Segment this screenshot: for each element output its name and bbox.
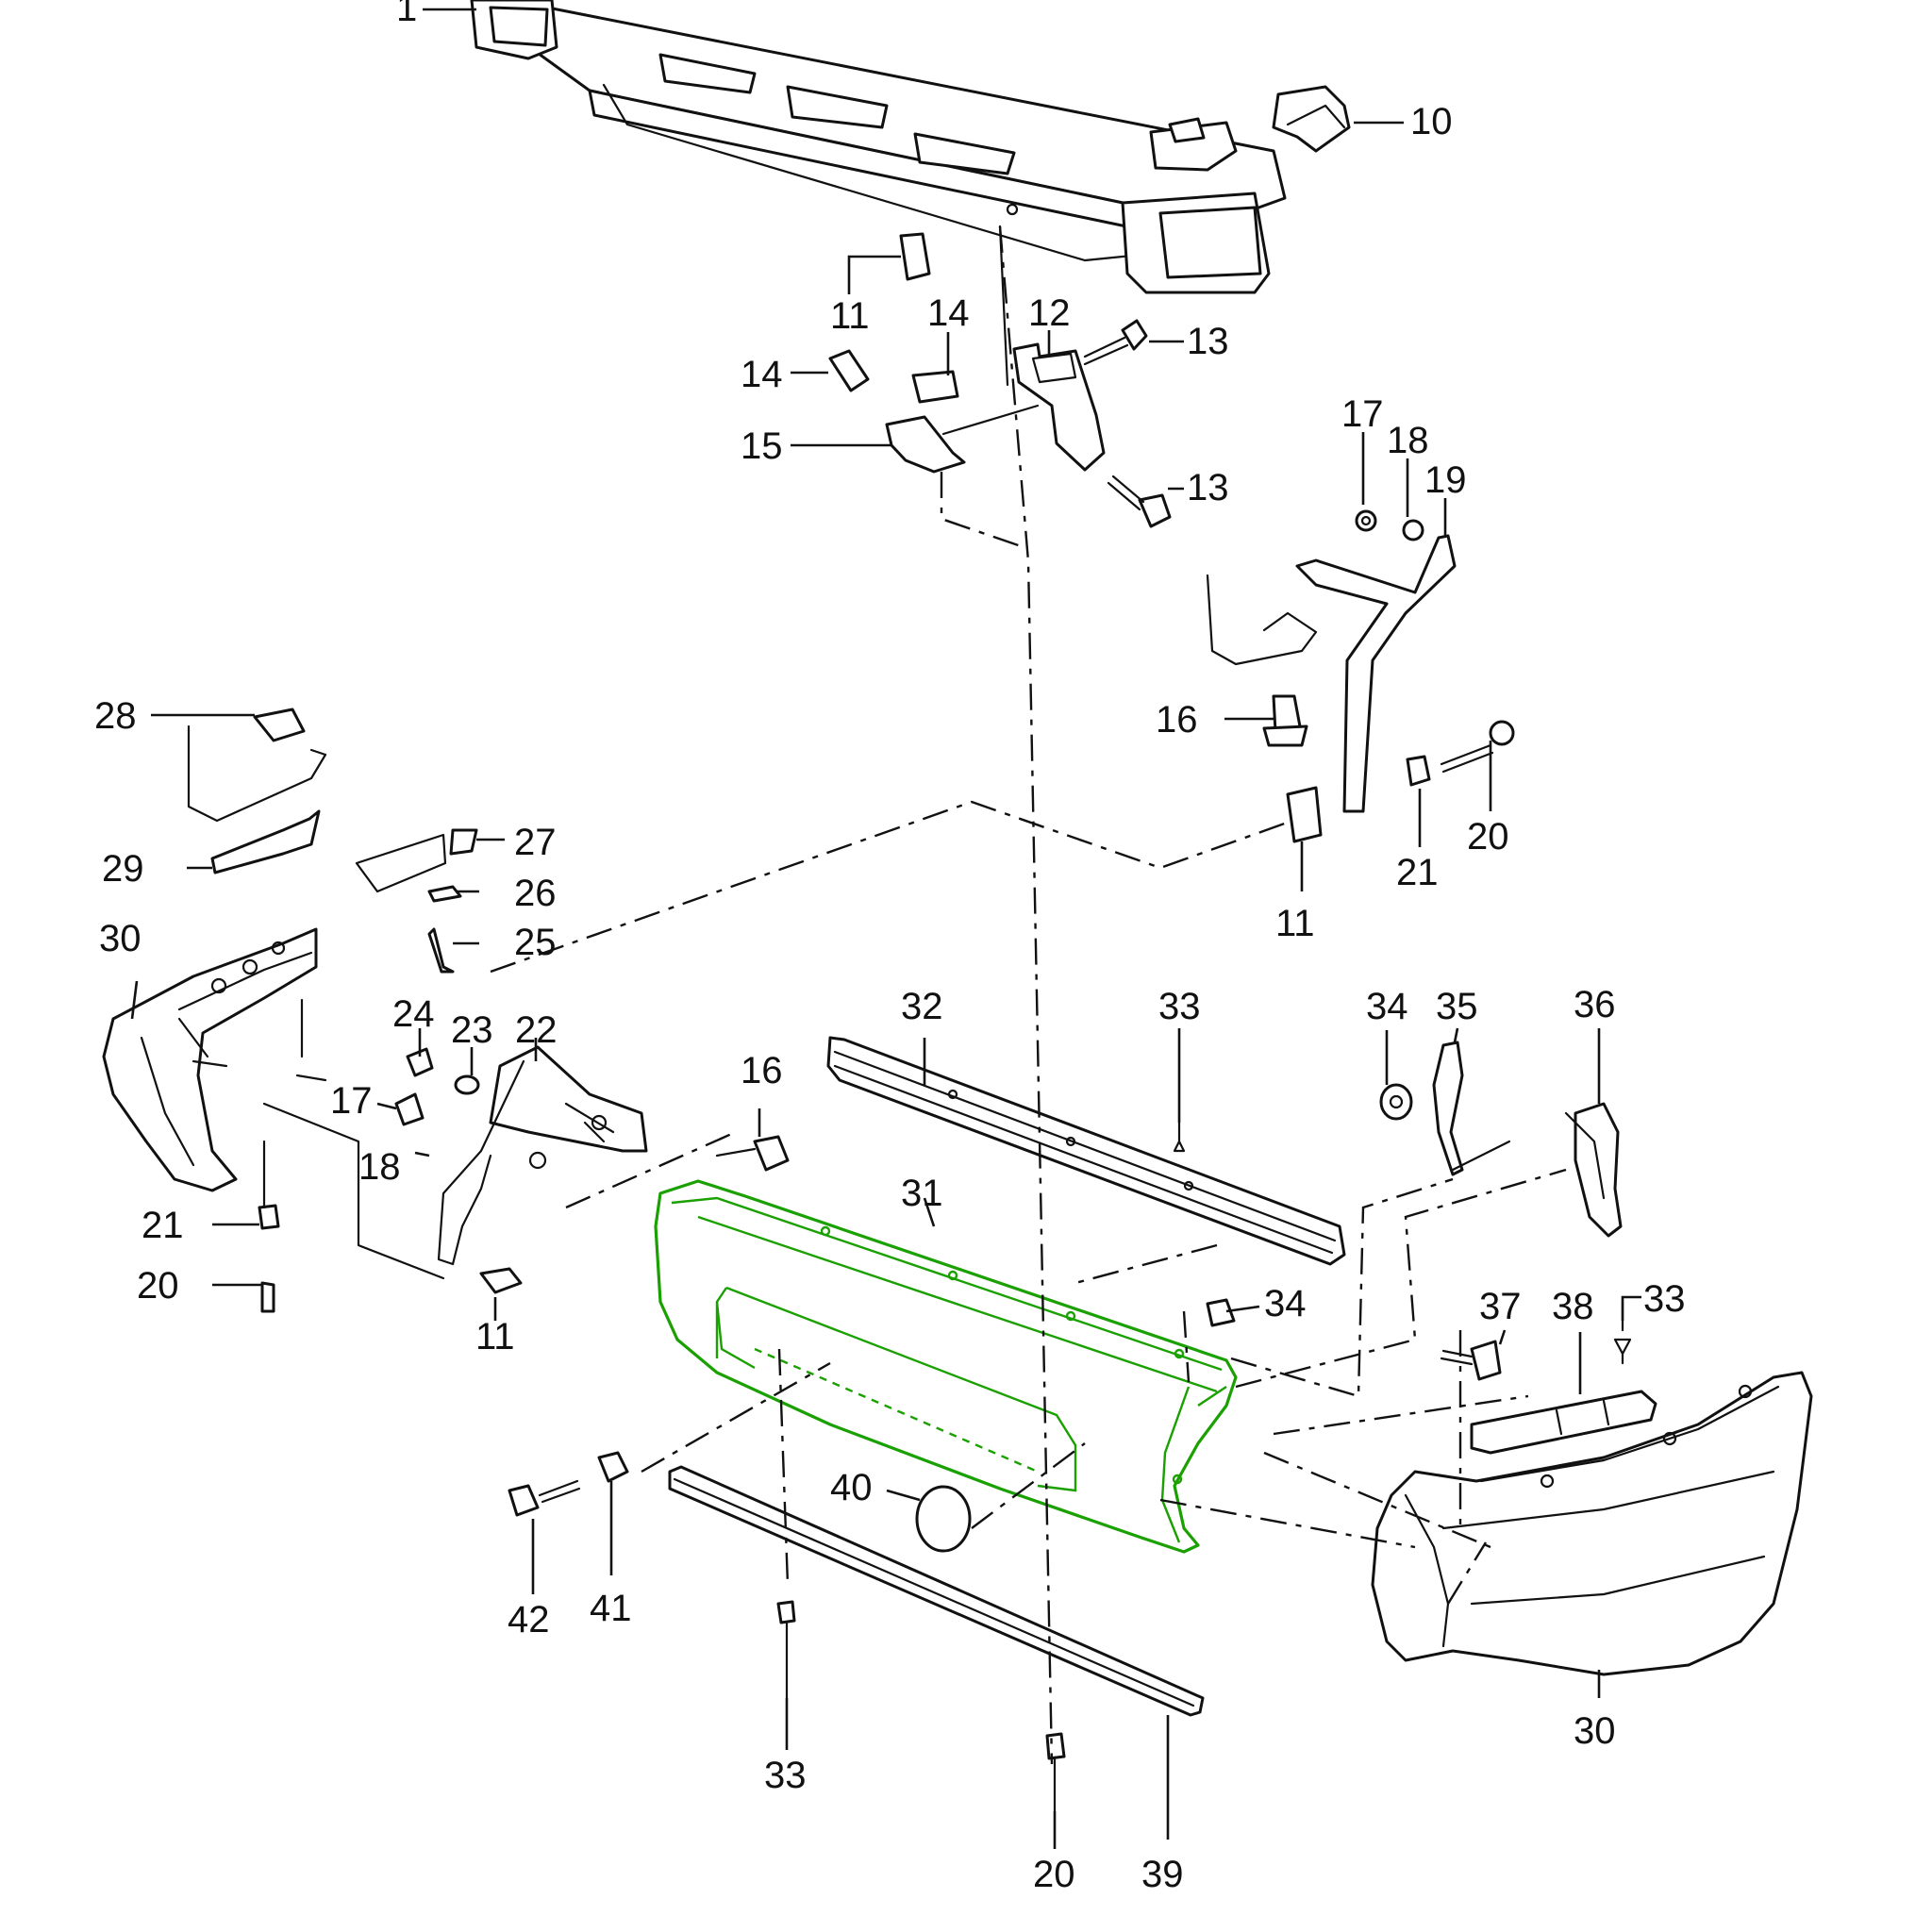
right-side-bracket — [1206, 509, 1515, 843]
callout-37: 37 — [1479, 1286, 1522, 1327]
callout-16-right: 16 — [1156, 699, 1198, 741]
callout-25: 25 — [514, 922, 557, 963]
callout-42: 42 — [508, 1599, 550, 1641]
callout-33-right: 33 — [1643, 1278, 1686, 1320]
callout-labels: 1 10 11 11 11 11 12 13 13 14 14 15 16 16… — [94, 0, 1686, 1895]
callout-1: 1 — [396, 0, 417, 29]
bumper-carrier-beam — [470, 0, 1287, 294]
left-brackets-22-29 — [187, 708, 790, 1313]
callout-20-bottom: 20 — [1033, 1854, 1075, 1895]
right-bumper-section-30 — [1371, 1340, 1813, 1676]
callout-14-right: 14 — [927, 292, 970, 334]
callout-40: 40 — [830, 1467, 873, 1508]
callout-33-top: 33 — [1158, 986, 1201, 1027]
upper-mounting-hardware — [828, 225, 1172, 528]
left-bumper-section-30 — [102, 927, 327, 1192]
callout-38: 38 — [1552, 1286, 1594, 1327]
part-31-bumper-center-section[interactable] — [654, 1179, 1238, 1554]
callout-10: 10 — [1410, 101, 1453, 142]
callout-13-upper: 13 — [1187, 321, 1229, 362]
callout-34-lower: 34 — [1264, 1283, 1307, 1324]
callout-23: 23 — [451, 1009, 493, 1051]
callout-11-top: 11 — [830, 295, 870, 337]
callout-17-right: 17 — [1341, 393, 1384, 435]
callout-21-right: 21 — [1396, 852, 1439, 893]
leader-lines — [130, 8, 1641, 1849]
callout-16-left: 16 — [741, 1050, 783, 1091]
callout-13-lower: 13 — [1187, 467, 1229, 508]
callout-21-left: 21 — [142, 1205, 184, 1246]
callout-30-right: 30 — [1574, 1710, 1616, 1752]
callout-24: 24 — [392, 993, 435, 1035]
lower-fasteners — [508, 1451, 1066, 1813]
callout-26: 26 — [514, 873, 557, 914]
callout-33-left: 33 — [764, 1755, 807, 1796]
callout-34-upper: 34 — [1366, 986, 1408, 1027]
callout-18-right: 18 — [1387, 420, 1429, 461]
assembly-lines — [490, 225, 1567, 1765]
callout-35: 35 — [1436, 986, 1478, 1027]
right-side-clips-34-36 — [1173, 1041, 1632, 1365]
callout-12: 12 — [1028, 292, 1071, 334]
callout-36: 36 — [1574, 984, 1616, 1025]
callout-19: 19 — [1424, 459, 1467, 501]
callout-14-left: 14 — [741, 354, 783, 395]
callout-18-left: 18 — [358, 1146, 401, 1188]
callout-20-right: 20 — [1467, 816, 1509, 858]
callout-32: 32 — [901, 986, 943, 1027]
part-32-reinforcement — [826, 1036, 1346, 1266]
callout-11-right: 11 — [1275, 903, 1315, 944]
callout-11-left: 11 — [475, 1316, 515, 1357]
callout-15: 15 — [741, 425, 783, 467]
part-39-lower-strip — [668, 1465, 1205, 1717]
callout-28: 28 — [94, 695, 137, 737]
part-10-bracket — [1272, 85, 1351, 153]
callout-30-left: 30 — [99, 918, 142, 959]
callout-27: 27 — [514, 822, 557, 863]
callout-29: 29 — [102, 848, 144, 890]
callout-22: 22 — [515, 1009, 558, 1051]
callout-39: 39 — [1141, 1854, 1184, 1895]
callout-41: 41 — [590, 1588, 632, 1629]
callout-17-left: 17 — [330, 1080, 373, 1122]
callout-20-left: 20 — [137, 1265, 179, 1307]
callout-31[interactable]: 31 — [901, 1173, 943, 1214]
